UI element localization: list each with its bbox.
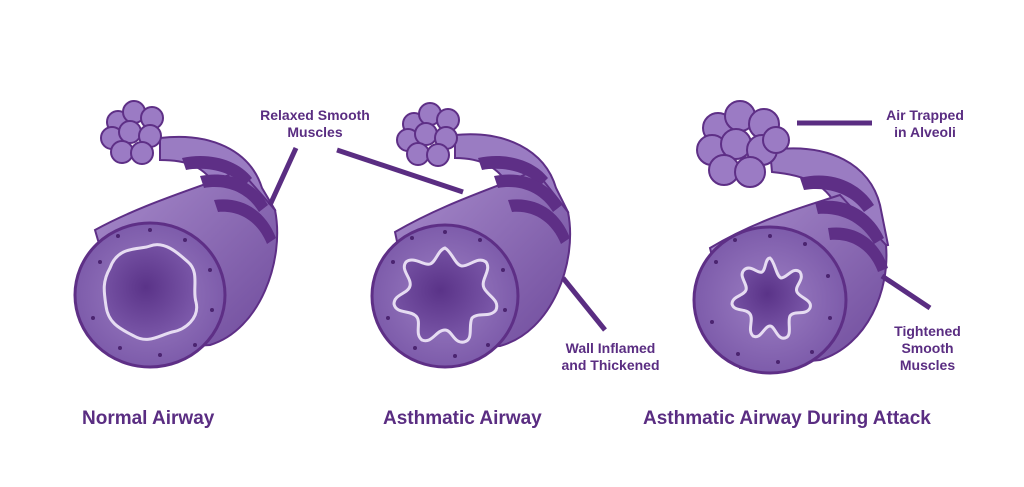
asthmatic-muscle-band-3 bbox=[508, 199, 570, 244]
caption-asthmatic-airway: Asthmatic Airway bbox=[383, 408, 542, 429]
normal-muscle-band-1 bbox=[182, 156, 252, 186]
normal-airway-lumen bbox=[102, 243, 199, 341]
attack-airway-lumen bbox=[730, 256, 812, 340]
attack-alveoli-cluster bbox=[696, 100, 790, 188]
leader-relaxed-to-asthmatic bbox=[336, 147, 464, 195]
label-relaxed-smooth-muscles: Relaxed Smooth Muscles bbox=[245, 107, 385, 141]
label-air-trapped: Air Trapped in Alveoli bbox=[870, 107, 980, 141]
label-wall-line-1: Wall Inflamed bbox=[565, 340, 656, 356]
leader-tightened-muscles bbox=[880, 273, 932, 311]
asthmatic-muscle-band-2 bbox=[494, 174, 562, 212]
asthmatic-alveoli-cluster bbox=[396, 102, 460, 167]
asthmatic-airway-illustration bbox=[370, 102, 572, 369]
label-relaxed-line-1: Relaxed Smooth bbox=[260, 107, 370, 123]
label-air-line-1: Air Trapped bbox=[886, 107, 964, 123]
asthmatic-wall-dots bbox=[386, 230, 507, 358]
asthmatic-airway-lumen bbox=[392, 246, 499, 344]
caption-normal-airway: Normal Airway bbox=[82, 408, 215, 429]
leader-relaxed-to-normal bbox=[267, 146, 299, 207]
asthmatic-muscle-band-1 bbox=[478, 156, 548, 186]
normal-wall-dots bbox=[91, 228, 214, 357]
leader-lines bbox=[267, 120, 932, 332]
label-wall-inflamed: Wall Inflamed and Thickened bbox=[548, 340, 673, 374]
attack-airway-illustration bbox=[692, 100, 890, 375]
label-air-line-2: in Alveoli bbox=[894, 124, 956, 140]
label-tightened-smooth-muscles: Tightened Smooth Muscles bbox=[880, 323, 975, 374]
normal-airway-illustration bbox=[73, 100, 279, 369]
label-tightened-line-1: Tightened bbox=[894, 323, 961, 339]
leader-wall-inflamed bbox=[561, 276, 607, 332]
normal-muscle-band-3 bbox=[214, 199, 276, 244]
label-tightened-line-2: Smooth bbox=[901, 340, 954, 356]
label-relaxed-line-2: Muscles bbox=[287, 124, 343, 140]
attack-muscle-band-2 bbox=[815, 200, 884, 244]
attack-muscle-band-1 bbox=[800, 175, 874, 212]
caption-attack-airway: Asthmatic Airway During Attack bbox=[643, 408, 931, 429]
normal-alveoli-cluster bbox=[100, 100, 164, 165]
attack-muscle-band-3 bbox=[828, 227, 888, 272]
normal-muscle-band-2 bbox=[200, 174, 268, 212]
attack-wall-dots bbox=[710, 234, 832, 364]
label-wall-line-2: and Thickened bbox=[561, 357, 660, 373]
label-tightened-line-3: Muscles bbox=[899, 357, 956, 373]
